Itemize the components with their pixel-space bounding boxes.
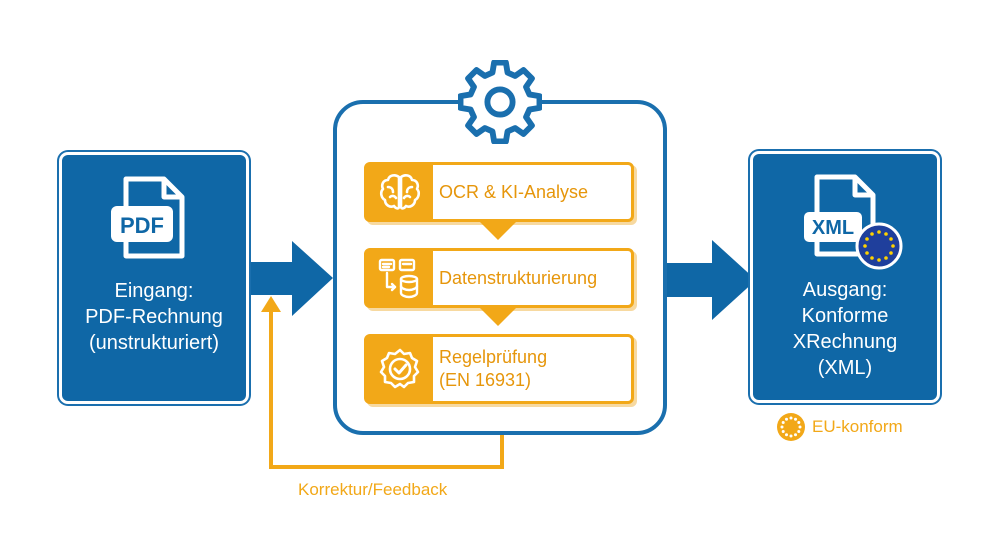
eu-flag-icon xyxy=(855,222,903,270)
brain-icon xyxy=(367,165,433,219)
step-regelpruefung: Regelprüfung (EN 16931) xyxy=(364,334,634,404)
xml-document-icon: XML xyxy=(804,174,903,270)
input-label-line3: (unstrukturiert) xyxy=(88,332,220,354)
output-box: XML Ausgang: Konforme XRechnung (XML) xyxy=(753,154,937,400)
xml-badge-text: XML xyxy=(812,217,854,239)
step-connector-1 xyxy=(480,222,516,240)
eu-conform-label: EU-konform xyxy=(812,417,903,436)
step-ocr-label: OCR & KI-Analyse xyxy=(439,181,589,202)
feedback-label: Korrektur/Feedback xyxy=(298,480,448,499)
step-struct-label: Datenstrukturierung xyxy=(439,267,598,288)
output-label-line4: (XML) xyxy=(817,357,873,379)
input-box: PDF Eingang: PDF-Rechnung (unstrukturier… xyxy=(62,155,246,401)
pdf-document-icon: PDF xyxy=(111,176,185,259)
input-arrow xyxy=(246,241,333,316)
input-label-line1: Eingang: xyxy=(114,280,194,302)
step-datenstrukturierung: Datenstrukturierung xyxy=(364,248,634,308)
step-rules-label: Regelprüfung xyxy=(439,347,548,367)
output-label-line2: Konforme xyxy=(801,305,889,327)
eu-stars-icon xyxy=(777,413,805,441)
feedback-arrow-head xyxy=(261,296,281,312)
data-structure-icon xyxy=(367,251,433,305)
input-label-line2: PDF-Rechnung xyxy=(85,306,223,328)
input-label: Eingang: PDF-Rechnung (unstrukturiert) xyxy=(62,278,246,356)
output-arrow xyxy=(642,240,756,320)
pdf-badge-text: PDF xyxy=(120,213,164,238)
output-label-line3: XRechnung xyxy=(792,331,898,353)
output-label: Ausgang: Konforme XRechnung (XML) xyxy=(753,277,937,381)
output-label-line1: Ausgang: xyxy=(802,279,888,301)
step-connector-2 xyxy=(480,308,516,326)
feedback-loop-line xyxy=(269,308,504,469)
step-ocr-ki-analyse: OCR & KI-Analyse xyxy=(364,162,634,222)
check-badge-icon xyxy=(367,337,433,401)
gear-icon xyxy=(458,60,542,144)
step-rules-sublabel: (EN 16931) xyxy=(439,370,532,390)
